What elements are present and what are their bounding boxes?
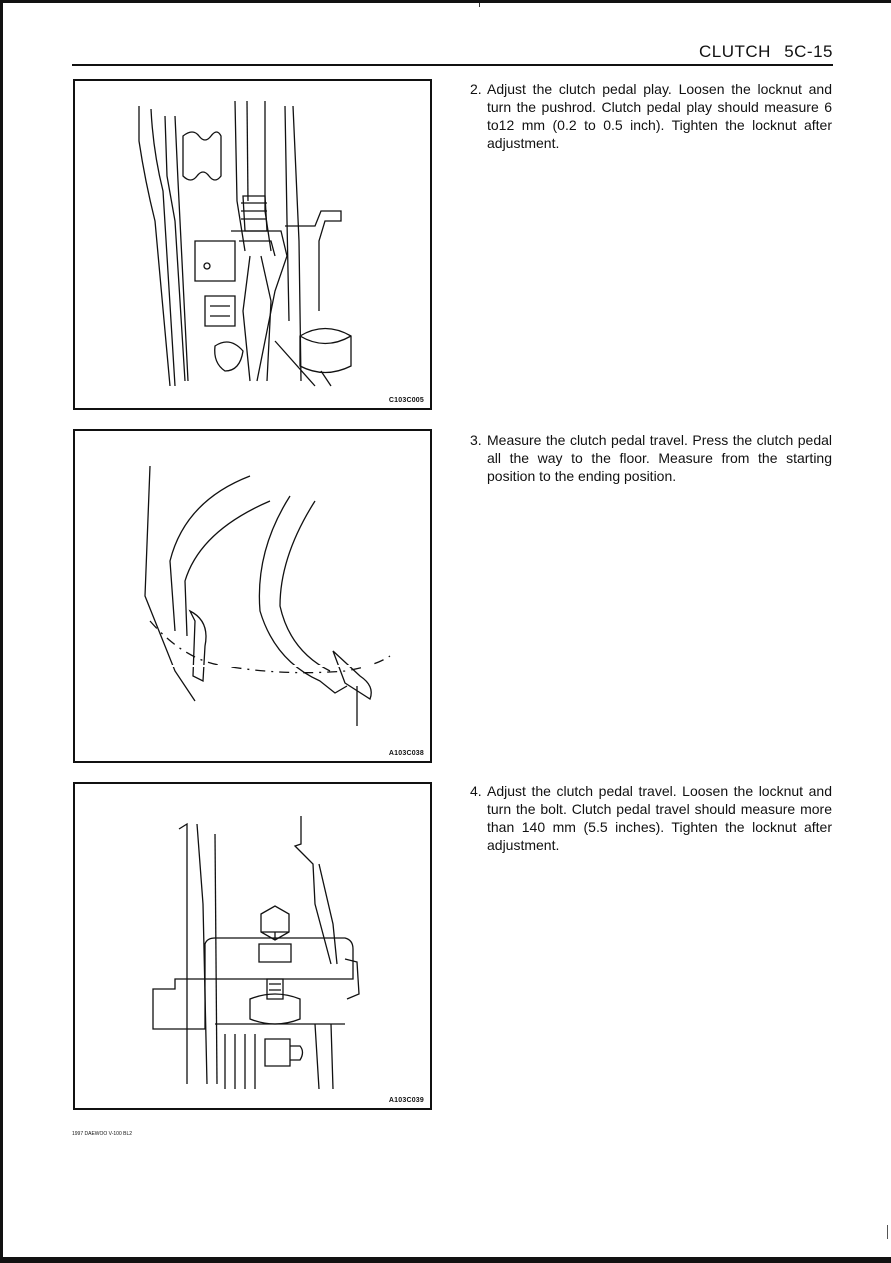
pedal-bolt-illustration (152, 816, 360, 1090)
step-number: 4. (470, 783, 482, 799)
top-border (0, 0, 891, 3)
figure-pedal-bolt-adjustment: A103C039 (73, 782, 432, 1110)
scan-mark (479, 3, 480, 7)
figure-code: A103C038 (388, 750, 424, 757)
step-number: 3. (470, 432, 482, 448)
figure-pedal-travel: A103C038 (73, 429, 432, 763)
pedal-travel-illustration (95, 465, 430, 726)
pushrod-illustration (138, 100, 352, 387)
bottom-border (0, 1257, 891, 1263)
page-number: 5C-15 (784, 42, 833, 61)
step-text: Adjust the clutch pedal travel. Loosen t… (487, 783, 832, 853)
figure-code: A103C039 (388, 1097, 424, 1104)
step-3: 3. Measure the clutch pedal travel. Pres… (470, 431, 832, 485)
figure-pushrod-adjustment: C103C005 (73, 79, 432, 410)
step-2: 2. Adjust the clutch pedal play. Loosen … (470, 80, 832, 152)
header-rule (72, 64, 833, 66)
step-text: Measure the clutch pedal travel. Press t… (487, 432, 832, 484)
step-number: 2. (470, 81, 482, 97)
step-4: 4. Adjust the clutch pedal travel. Loose… (470, 782, 832, 854)
section-title: CLUTCH (699, 42, 771, 61)
scan-mark (887, 1225, 888, 1239)
page-header: CLUTCH 5C-15 (699, 42, 833, 62)
left-border (0, 0, 3, 1263)
figure-code: C103C005 (388, 397, 424, 404)
step-text: Adjust the clutch pedal play. Loosen the… (487, 81, 832, 151)
footer-copyright: 1997 DAEWOO V-100 BL2 (72, 1131, 133, 1137)
